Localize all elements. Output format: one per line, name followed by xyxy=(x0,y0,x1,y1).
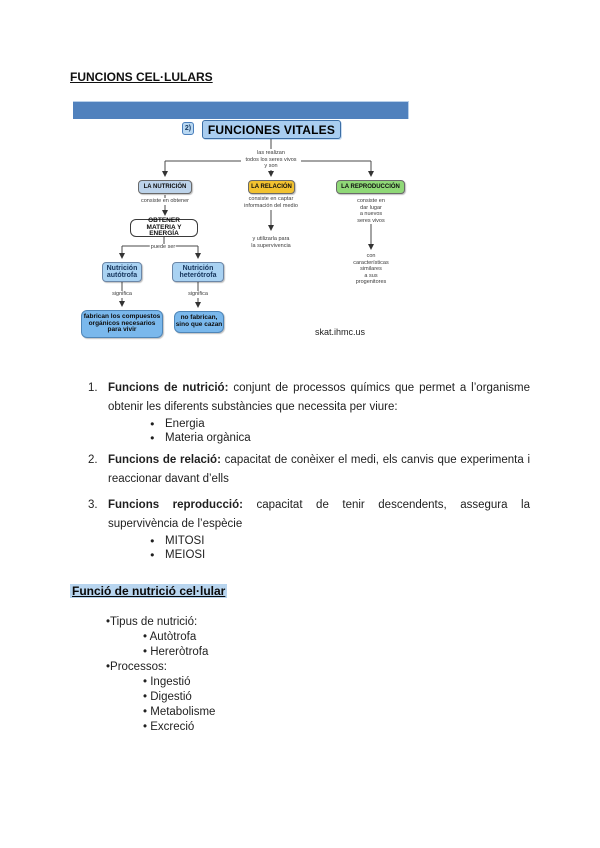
significa-label-left: significa xyxy=(111,291,133,298)
diagram-watermark: skat.ihmc.us xyxy=(315,327,366,337)
bullet-item: Materia orgànica xyxy=(150,431,530,445)
outline-item: Metabolisme xyxy=(143,705,215,720)
sub-bullet-list: Energia Materia orgànica xyxy=(108,417,530,446)
list-item-reproduccio: 3. Funcions reproducció: capacitat de te… xyxy=(88,496,531,563)
nutrition-outline: Tipus de nutrició: Autòtrofa Hereròtrofa… xyxy=(106,615,215,735)
outline-item: Ingestió xyxy=(143,675,215,690)
diagram-header-bar xyxy=(73,101,409,119)
section-heading: Funció de nutrició cel·lular xyxy=(70,584,228,598)
list-number: 2. xyxy=(88,454,98,466)
diagram-title: FUNCIONES VITALES xyxy=(202,120,341,139)
node-no-fabrican: no fabrican, sino que cazan xyxy=(174,311,224,333)
bullet-item: Energia xyxy=(150,417,530,431)
page-title: FUNCIONS CEL·LULARS xyxy=(70,70,213,84)
outline-item: Autòtrofa xyxy=(143,630,215,645)
root-connector-label: las realizan todos los seres vivos y son xyxy=(244,150,298,170)
node-la-relacion: LA RELACIÓN xyxy=(248,180,295,194)
node-fabrican-compuestos: fabrican los compuestos orgánicos necesa… xyxy=(81,310,163,338)
node-la-reproduccion: LA REPRODUCCIÓN xyxy=(336,180,405,194)
list-item-relacio: 2. Funcions de relació: capacitat de con… xyxy=(88,451,530,488)
diagram-number-badge: 2) xyxy=(182,122,194,135)
list-lead: Funcions reproducció: xyxy=(108,499,243,511)
list-body-text: capacitat de conèixer el medi, els canvi… xyxy=(108,454,531,485)
node-nutricion-heterotrofa: Nutrición heterótrofa xyxy=(172,262,224,282)
bullet-item: MEIOSI xyxy=(150,548,530,562)
concept-map: 2) FUNCIONES VITALES xyxy=(73,100,409,346)
relation-connector-label: consiste en captar información del medio xyxy=(243,196,299,209)
outline-item: Digestió xyxy=(143,690,215,705)
node-obtener-materia-energia: OBTENER MATERIA Y ENERGÍA xyxy=(130,217,198,237)
reproduction-result-label: con características similares a sus prog… xyxy=(352,253,390,286)
list-text: Funcions de relació: capacitat de conèix… xyxy=(108,451,530,488)
outline-item: Hereròtrofa xyxy=(143,645,215,660)
list-body-text: capacitat de tenir descendents, assegura… xyxy=(108,499,531,530)
list-lead: Funcions de nutrició: xyxy=(108,382,229,394)
puede-ser-label: puede ser xyxy=(149,244,177,251)
reproduction-connector-label: consiste en dar lugar a nuevos seres viv… xyxy=(352,198,390,224)
list-number: 3. xyxy=(88,499,98,511)
list-lead: Funcions de relació: xyxy=(108,454,221,466)
outline-item: Processos: xyxy=(106,660,215,675)
list-text: Funcions reproducció: capacitat de tenir… xyxy=(108,496,531,563)
outline-item: Tipus de nutrició: xyxy=(106,615,215,630)
list-text: Funcions de nutrició: conjunt de process… xyxy=(108,379,530,446)
outline-item: Excreció xyxy=(143,720,215,735)
node-nutricion-autotrofa: Nutrición autótrofa xyxy=(102,262,142,282)
nutrition-connector-label: consiste en obtener xyxy=(139,198,191,205)
relation-result-label: y utilizarla para la supervivencia xyxy=(250,236,292,249)
sub-bullet-list: MITOSI MEIOSI xyxy=(108,534,530,563)
list-body-text: conjunt de processos químics que permet … xyxy=(108,382,530,413)
list-number: 1. xyxy=(88,382,98,394)
bullet-item: MITOSI xyxy=(150,534,530,548)
significa-label-right: significa xyxy=(187,291,209,298)
node-la-nutricion: LA NUTRICIÓN xyxy=(138,180,192,194)
list-item-nutricio: 1. Funcions de nutrició: conjunt de proc… xyxy=(88,379,530,446)
